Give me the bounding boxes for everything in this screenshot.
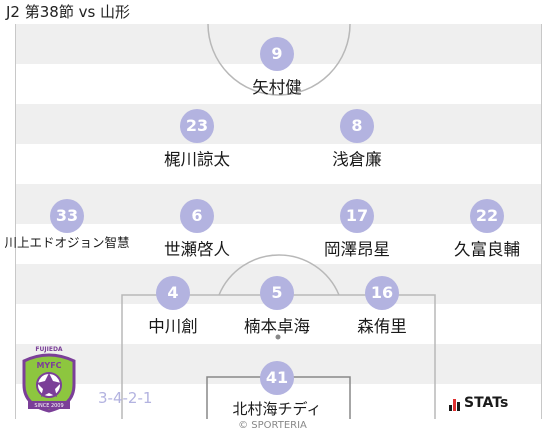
pitch-stripe xyxy=(16,184,541,224)
match-title: J2 第38節 vs 山形 xyxy=(6,3,131,21)
player-name: 久富良輔 xyxy=(454,240,520,259)
player[interactable]: 33 川上エドオジョン智慧 xyxy=(2,199,132,251)
player-number: 16 xyxy=(365,276,399,310)
player[interactable]: 17 岡澤昂星 xyxy=(292,199,422,260)
player-name: 森侑里 xyxy=(357,317,407,336)
player-number: 5 xyxy=(260,276,294,310)
stats-logo-text: STATs xyxy=(464,395,509,411)
player-name: 浅倉廉 xyxy=(332,150,382,169)
svg-text:SINCE 2009: SINCE 2009 xyxy=(34,403,63,409)
player-name: 岡澤昂星 xyxy=(324,240,390,259)
player[interactable]: 16 森侑里 xyxy=(317,276,447,337)
club-logo: FUJIEDA MYFC SINCE 2009 xyxy=(18,345,80,415)
stats-logo: STATs xyxy=(449,395,508,411)
player-number: 22 xyxy=(470,199,504,233)
player-number: 41 xyxy=(260,361,294,395)
player-name: 楠本卓海 xyxy=(244,317,310,336)
player[interactable]: 4 中川創 xyxy=(108,276,238,337)
svg-text:FUJIEDA: FUJIEDA xyxy=(35,346,63,353)
player-number: 6 xyxy=(180,199,214,233)
svg-text:MYFC: MYFC xyxy=(36,361,61,370)
pitch-stripe xyxy=(16,104,541,144)
player-name: 矢村健 xyxy=(252,78,302,97)
formation-label: 3-4-2-1 xyxy=(98,389,153,407)
player[interactable]: 41 北村海チディ xyxy=(212,361,342,419)
player-name: 川上エドオジョン智慧 xyxy=(4,235,130,250)
stats-bars-icon xyxy=(449,399,460,411)
player-number: 4 xyxy=(156,276,190,310)
player[interactable]: 22 久富良輔 xyxy=(422,199,545,260)
player-number: 17 xyxy=(340,199,374,233)
player[interactable]: 6 世瀬啓人 xyxy=(132,199,262,260)
player[interactable]: 9 矢村健 xyxy=(212,37,342,98)
player-number: 9 xyxy=(260,37,294,71)
player-number: 23 xyxy=(180,109,214,143)
player-number: 33 xyxy=(50,199,84,233)
copyright: © SPORTERIA xyxy=(238,420,307,431)
player-name: 中川創 xyxy=(148,317,198,336)
player[interactable]: 23 梶川諒太 xyxy=(132,109,262,170)
player-name: 梶川諒太 xyxy=(164,150,230,169)
player-number: 8 xyxy=(340,109,374,143)
player-name: 世瀬啓人 xyxy=(164,240,230,259)
player[interactable]: 5 楠本卓海 xyxy=(212,276,342,337)
player-name: 北村海チディ xyxy=(232,400,322,418)
player[interactable]: 8 浅倉廉 xyxy=(292,109,422,170)
